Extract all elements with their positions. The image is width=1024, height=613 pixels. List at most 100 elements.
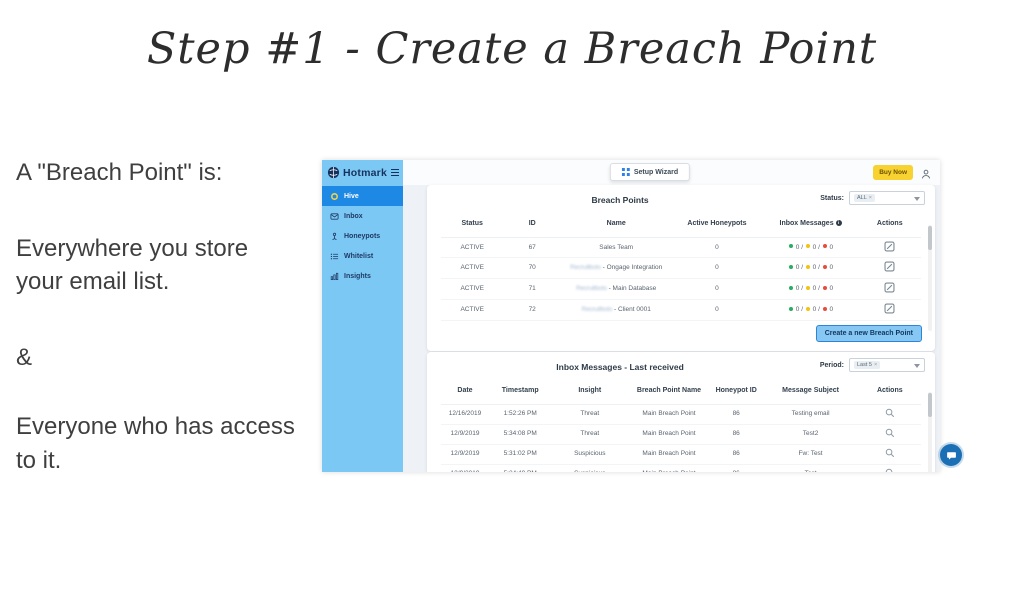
sidebar-item-inbox[interactable]: Inbox [322, 207, 403, 226]
column-header: Message Subject [782, 387, 839, 394]
inbox-messages-title: Inbox Messages - Last received [556, 362, 684, 372]
sidebar-item-whitelist[interactable]: Whitelist [322, 247, 403, 266]
cell-name: Recruitbots - Main Database [576, 285, 657, 292]
app-screenshot: Hotmark Hive Inbox Honeypots Whit [322, 160, 940, 472]
column-header: ID [528, 220, 536, 227]
cell-date: 12/16/2019 [448, 410, 482, 418]
cell-active-honeypots: 0 [715, 285, 719, 292]
view-message-button[interactable] [884, 407, 896, 419]
buy-now-button[interactable]: Buy Now [873, 165, 913, 180]
cell-actions [859, 467, 921, 472]
cell-actions [859, 427, 921, 442]
cell-actions [859, 302, 921, 318]
cell-timestamp: 5:24:49 PM [489, 469, 551, 472]
status-filter: Status: ALL × [820, 191, 925, 205]
cell-timestamp: 5:31:02 PM [503, 450, 537, 458]
cell-inbox-messages: 0 / 0 / 0 [763, 284, 859, 294]
slide-line-2: Everywhere you store your email list. [16, 234, 249, 296]
insights-icon [329, 272, 339, 281]
redacted-name: Recruitbots [581, 305, 613, 313]
status-filter-chip: ALL × [854, 194, 876, 202]
scrollbar-thumb[interactable] [928, 393, 932, 417]
cell-message-subject: Test [763, 469, 859, 472]
breach-points-title: Breach Points [591, 195, 649, 205]
inbox-icon [329, 212, 339, 221]
edit-breach-point-button[interactable] [883, 260, 896, 273]
cell-inbox-messages: 0 / 0 / 0 [763, 263, 859, 273]
sidebar-item-honeypots[interactable]: Honeypots [322, 227, 403, 246]
period-filter-dropdown[interactable]: Last 5 × [849, 358, 925, 372]
sidebar-item-insights[interactable]: Insights [322, 267, 403, 286]
chip-remove-icon[interactable]: × [873, 362, 878, 368]
scrollbar[interactable] [928, 225, 932, 331]
cell-status: ACTIVE [460, 264, 484, 272]
sidebar: Hotmark Hive Inbox Honeypots Whit [322, 160, 403, 472]
cell-id: 72 [528, 305, 536, 313]
setup-wizard-button[interactable]: Setup Wizard [609, 163, 691, 181]
chevron-down-icon [914, 364, 920, 368]
scrollbar-thumb[interactable] [928, 226, 932, 250]
redacted-name: Recruitbots [570, 264, 601, 272]
cell-active-honeypots: 0 [715, 305, 719, 313]
y-status-dot [805, 265, 810, 270]
cell-honeypot-id: 86 [710, 469, 763, 472]
column-header: Breach Point Name [636, 387, 702, 394]
slide-line-3: & [16, 343, 33, 371]
slide-line-4: Everyone who has access to it. [16, 413, 295, 474]
chat-widget-button[interactable] [940, 444, 962, 466]
info-icon[interactable]: i [835, 220, 842, 226]
view-message-button[interactable] [884, 467, 896, 472]
sidebar-item-label: Hive [344, 192, 359, 200]
column-header: Name [606, 220, 626, 227]
slide-line-1: A "Breach Point" is: [16, 159, 223, 186]
edit-breach-point-button[interactable] [883, 281, 896, 294]
cell-name: Recruitbots - Ongage Integration [570, 264, 663, 272]
period-filter-label: Period: [819, 361, 844, 369]
view-message-button[interactable] [884, 447, 896, 459]
user-profile-icon[interactable] [921, 167, 931, 182]
chevron-down-icon [914, 197, 920, 201]
column-header: Active Honeypots [687, 220, 747, 227]
cell-actions [859, 281, 921, 297]
edit-breach-point-button[interactable] [883, 240, 896, 253]
edit-breach-point-button[interactable] [883, 302, 896, 315]
g-status-dot [789, 244, 793, 249]
cell-insight: Suspicious [574, 450, 606, 458]
table-row: ACTIVE 72 Recruitbots - Client 0001 0 0 / 0… [441, 300, 921, 321]
cell-status: ACTIVE [460, 305, 484, 313]
whitelist-icon [329, 252, 339, 261]
r-status-dot [822, 285, 827, 290]
cell-date: 12/9/2019 [450, 430, 480, 438]
period-filter-chip: Last 5 × [854, 361, 881, 369]
view-message-button[interactable] [884, 427, 896, 439]
status-filter-dropdown[interactable]: ALL × [849, 191, 925, 205]
cell-message-subject: Fw: Test [798, 450, 823, 458]
cell-honeypot-id: 86 [732, 410, 740, 418]
sidebar-header: Hotmark [322, 160, 403, 185]
cell-inbox-messages: 0 / 0 / 0 [763, 305, 859, 315]
scrollbar[interactable] [928, 392, 932, 472]
cell-date: 12/9/2019 [450, 450, 480, 458]
sidebar-item-label: Insights [344, 273, 371, 280]
r-status-dot [822, 244, 827, 249]
cell-actions [859, 447, 921, 462]
cell-name: Recruitbots - Client 0001 [581, 305, 651, 313]
cell-status: ACTIVE [460, 285, 484, 292]
sidebar-item-hive[interactable]: Hive [322, 186, 403, 206]
chip-remove-icon[interactable]: × [868, 195, 873, 201]
hamburger-menu-icon[interactable] [390, 168, 400, 177]
hive-icon [329, 192, 339, 201]
cell-active-honeypots: 0 [715, 264, 719, 272]
create-breach-point-button[interactable]: Create a new Breach Point [815, 325, 922, 342]
column-header: Date [457, 387, 473, 394]
cell-actions [859, 260, 921, 276]
